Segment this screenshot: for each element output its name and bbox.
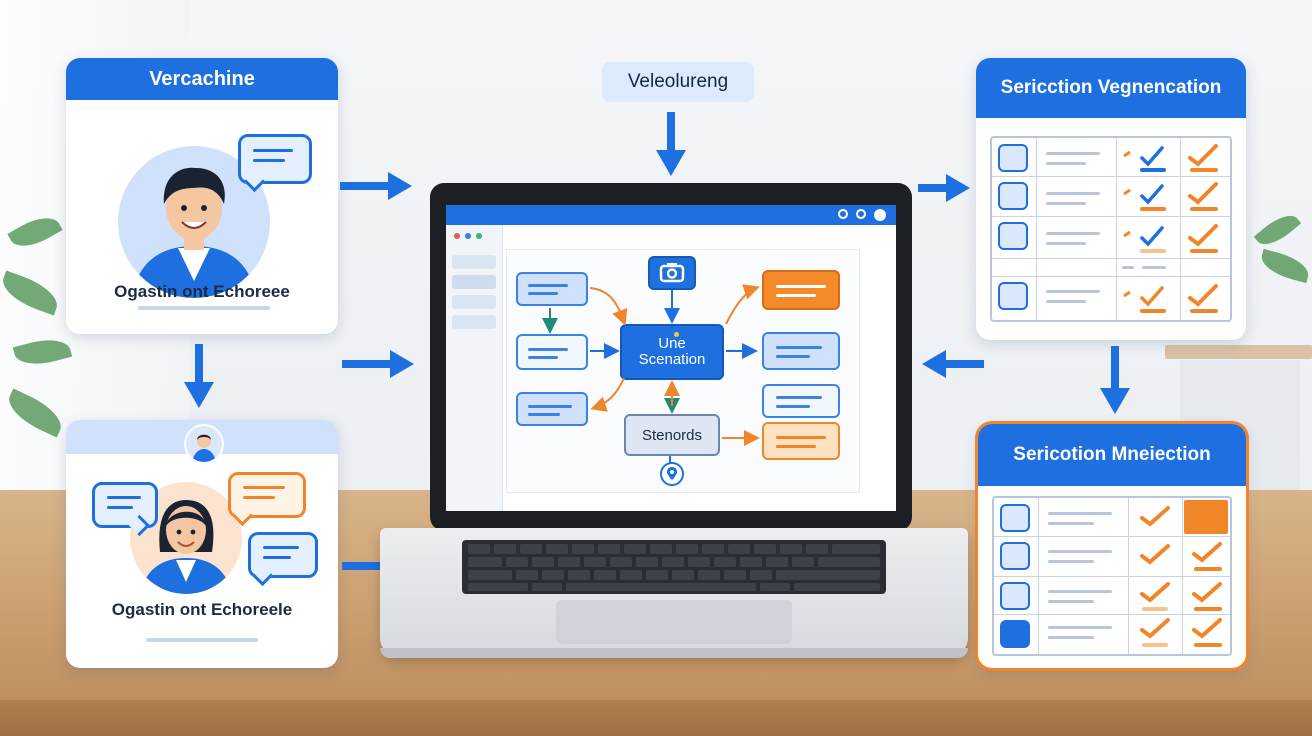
avatar-icon — [118, 146, 270, 298]
check-icon — [1192, 542, 1222, 571]
card-top-right: Sericction Vegnencation — [976, 58, 1246, 340]
check-icon — [1123, 226, 1166, 253]
location-pin-icon — [660, 462, 684, 486]
check-icon — [1192, 618, 1222, 647]
check-icon — [1123, 184, 1166, 211]
user-icon — [1000, 504, 1030, 532]
selection-table — [990, 136, 1232, 322]
top-tag: Veleolureng — [602, 62, 754, 102]
calendar-icon — [1184, 500, 1228, 534]
arrow-down-icon — [1100, 346, 1130, 414]
card-bottom-right-header: Sericotion Mneiection — [978, 424, 1246, 486]
card-top-left-caption: Ogastin ont Echoreee — [114, 282, 290, 301]
card-top-right-title: Sericction Vegnencation — [1000, 76, 1222, 98]
arrow-right-icon — [340, 172, 412, 200]
camera-icon — [648, 256, 696, 290]
arrow-down-icon — [184, 344, 214, 408]
laptop-keyboard — [462, 540, 886, 594]
arrow-down-icon — [656, 112, 686, 176]
lower-node-label: Stenords — [641, 426, 703, 444]
card-top-left-title: Vercachine — [149, 68, 255, 90]
card-bottom-left: Ogastin ont Echoreele — [66, 420, 338, 668]
card-bottom-left-caption: Ogastin ont Echoreele — [111, 600, 293, 619]
building-icon — [998, 182, 1028, 210]
laptop-lip — [380, 648, 968, 658]
check-icon — [1140, 506, 1170, 527]
mnection-table — [992, 496, 1232, 656]
avatar-woman-icon — [130, 482, 242, 594]
chat-bubble-icon — [92, 482, 158, 537]
check-icon — [1140, 618, 1170, 647]
document-icon — [1000, 582, 1030, 610]
screen-sidebar — [446, 225, 503, 511]
shelf — [1165, 345, 1312, 359]
flow-node — [516, 392, 588, 426]
check-icon — [1188, 182, 1218, 211]
flow-node — [762, 332, 840, 370]
flow-connectors — [542, 284, 760, 464]
plant-left — [0, 200, 73, 460]
check-icon — [1188, 224, 1218, 253]
check-icon — [1192, 582, 1222, 611]
card-top-left: Vercachine Ogastin ont Echoreee — [66, 58, 338, 334]
plant-right — [1250, 207, 1312, 330]
laptop-trackpad — [556, 600, 792, 644]
center-node: Une Scenation — [620, 324, 724, 380]
arrow-right-icon — [918, 174, 970, 202]
lower-node: Stenords — [624, 414, 720, 456]
card-bottom-right-title: Sericotion Mneiection — [1013, 443, 1211, 465]
chat-bubble-icon — [248, 532, 318, 587]
caption-underline — [138, 306, 270, 310]
arrow-left-icon — [922, 350, 984, 378]
user-icon — [998, 144, 1028, 172]
caption-underline — [146, 638, 258, 642]
top-tag-label: Veleolureng — [627, 71, 729, 92]
card-bottom-right: Sericotion Mneiection — [978, 424, 1246, 668]
card-top-right-header: Sericction Vegnencation — [976, 58, 1246, 118]
flow-node — [762, 384, 840, 418]
check-icon — [1123, 146, 1166, 172]
screen-topbar — [446, 205, 896, 225]
arrow-right-icon — [342, 350, 414, 378]
document-icon — [1000, 620, 1030, 648]
check-icon — [1140, 544, 1170, 565]
document-icon — [998, 222, 1028, 250]
camera-icon — [998, 282, 1028, 310]
flow-node — [516, 272, 588, 306]
check-icon — [1140, 582, 1170, 611]
center-node-label: Une Scenation — [638, 334, 706, 368]
card-top-left-header: Vercachine — [66, 58, 338, 100]
check-icon — [1123, 286, 1166, 313]
flow-node — [762, 270, 840, 310]
check-icon — [1188, 144, 1218, 172]
flow-node — [516, 334, 588, 370]
desk-edge — [0, 700, 1312, 736]
chat-bubble-orange-icon — [228, 472, 306, 527]
chat-bubble-icon — [238, 134, 312, 193]
flow-node — [762, 422, 840, 460]
check-icon — [1188, 284, 1218, 313]
home-icon — [1000, 542, 1030, 570]
small-avatar-icon — [184, 424, 224, 464]
topbar-icons — [838, 209, 886, 221]
